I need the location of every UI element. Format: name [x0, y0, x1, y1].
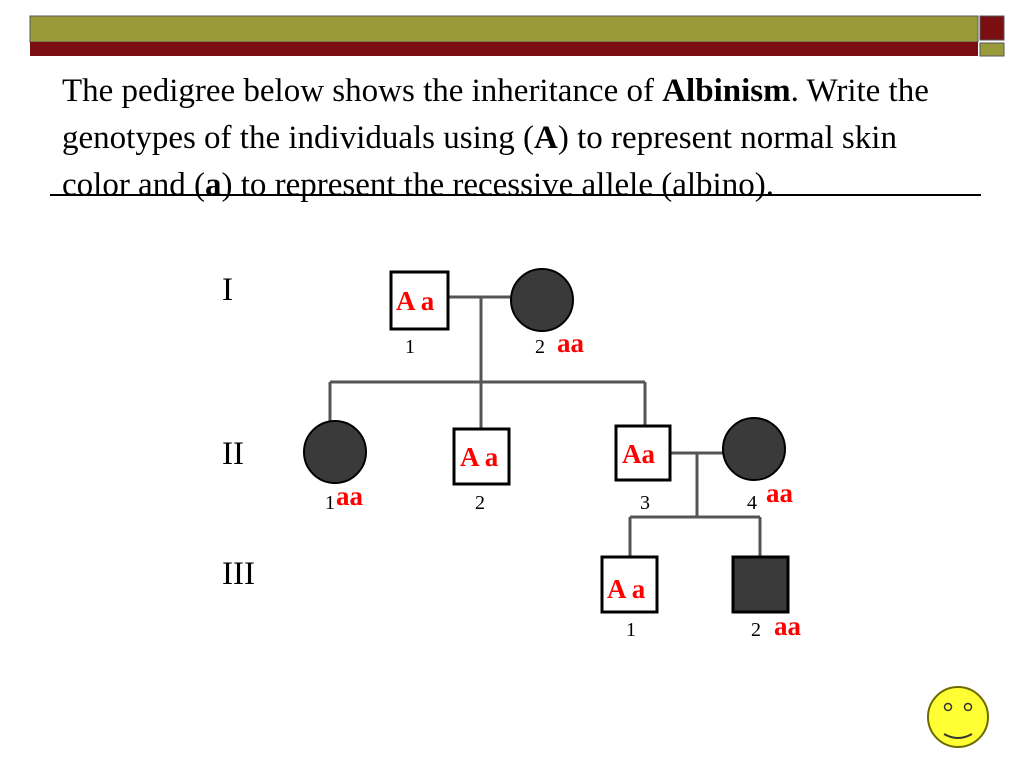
genotype-I2: aa: [557, 328, 585, 358]
genotype-II4: aa: [766, 478, 794, 508]
individual-III1-square: [600, 555, 659, 614]
genotype-III2: aa: [774, 611, 802, 641]
individual-II1-circle: [303, 420, 367, 484]
generation-label-III: III: [222, 556, 255, 592]
number-III1: 1: [626, 619, 636, 641]
individual-II3-square: [614, 424, 672, 482]
individual-III2-square: [731, 555, 790, 614]
individual-I2-circle: [510, 268, 574, 332]
slide-header-bar: [29, 15, 1005, 57]
number-III2: 2: [751, 619, 761, 641]
genotype-II1: aa: [336, 481, 364, 511]
title-divider: [50, 194, 981, 196]
number-II1: 1: [325, 492, 335, 514]
number-II4: 4: [747, 492, 757, 514]
slide-title: The pedigree below shows the inheritance…: [62, 73, 929, 203]
number-I1: 1: [405, 336, 415, 358]
individual-II4-circle: [722, 417, 786, 481]
generation-label-I: I: [222, 272, 233, 308]
pedigree-lines: [328, 295, 762, 557]
generation-label-II: II: [222, 436, 244, 472]
genotype-I1: A a: [396, 286, 435, 316]
smiley-face-icon: [927, 686, 989, 748]
number-I2: 2: [535, 336, 545, 358]
genotype-III1: A a: [607, 574, 646, 604]
number-II2: 2: [475, 492, 485, 514]
individual-I1-square: [389, 270, 450, 331]
number-II3: 3: [640, 492, 650, 514]
genotype-II3: Aa: [622, 439, 655, 469]
genotype-II2: A a: [460, 442, 499, 472]
individual-II2-square: [452, 427, 511, 486]
